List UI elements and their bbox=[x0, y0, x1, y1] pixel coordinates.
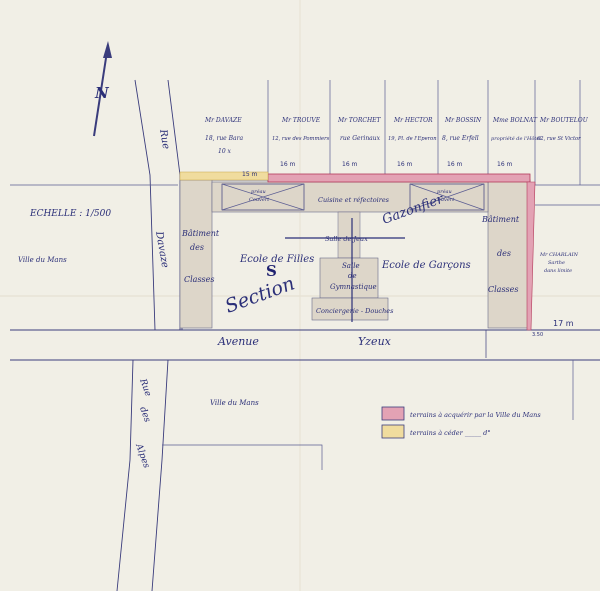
left-building bbox=[179, 179, 213, 329]
scale-label: ECHELLE : 1/500 bbox=[29, 209, 111, 219]
owner-5-address: 8, rue Erfell bbox=[442, 135, 479, 142]
owner-1-address: 18, rue Bara bbox=[205, 135, 243, 142]
preau-left-1: préau bbox=[251, 188, 266, 195]
legend-swatch-acquire bbox=[381, 406, 405, 421]
rue-davaze-name: Davaze bbox=[153, 230, 170, 269]
conciergerie-label: Conciergerie - Douches bbox=[316, 307, 394, 315]
dimension-marks: 15 m 16 m 16 m 16 m 16 m 16 m 17 m 3.50 bbox=[242, 161, 574, 358]
legend: terrains à acquérir par la Ville du Mans… bbox=[381, 406, 541, 439]
dimension-label-3: 16 m bbox=[342, 161, 358, 168]
owner-6-address: propriété de l'Hôtel bbox=[491, 135, 541, 142]
owner-6-name: Mme BOLNAT bbox=[492, 117, 538, 124]
north-arrow: N bbox=[93, 41, 112, 137]
ecole-garcons-label: Ecole de Garçons bbox=[381, 260, 471, 271]
legend-swatch-cede bbox=[381, 424, 405, 439]
side-owner-name: Mr CHARLAIN bbox=[539, 252, 579, 258]
gymnasium-building bbox=[319, 257, 379, 299]
rue-davaze-rue: Rue bbox=[157, 128, 171, 151]
dimension-label-2: 16 m bbox=[280, 161, 296, 168]
preau-right-box bbox=[409, 183, 485, 211]
ville-du-mans-bottom: Ville du Mans bbox=[210, 399, 259, 407]
owner-3-name: Mr TORCHET bbox=[337, 117, 382, 124]
north-label: N bbox=[94, 84, 110, 102]
avenue-label: Avenue bbox=[217, 335, 259, 348]
preau-left-2: Couvert bbox=[249, 197, 270, 203]
owner-5-name: Mr BOSSIN bbox=[444, 117, 482, 124]
top-building bbox=[211, 181, 489, 213]
dimension-label-4: 16 m bbox=[397, 161, 413, 168]
legend-label-acquire: terrains à acquérir par la Ville du Mans bbox=[410, 411, 541, 419]
right-classes: Classes bbox=[488, 285, 519, 294]
dimension-label-6: 16 m bbox=[497, 161, 513, 168]
owner-4-name: Mr HECTOR bbox=[393, 117, 433, 124]
land-to-acquire-side bbox=[526, 181, 536, 331]
ville-du-mans-left: Ville du Mans bbox=[18, 256, 67, 264]
owner-1-name: Mr DAVAZE bbox=[204, 117, 242, 124]
owner-1-extra: 10 x bbox=[218, 148, 232, 155]
section-letter: S bbox=[266, 262, 277, 280]
dimension-label-1: 15 m bbox=[242, 171, 258, 178]
legend-label-cede: terrains à céder _____ d° bbox=[410, 429, 491, 437]
gymnastique-label: Gymnastique bbox=[330, 283, 377, 291]
salle-de-label: de bbox=[348, 272, 357, 280]
preau-left-box bbox=[221, 183, 305, 211]
ecole-filles-label: Ecole de Filles bbox=[239, 254, 314, 265]
preau-right-2: couvert bbox=[435, 197, 455, 203]
owner-3-address: rue Gerinaux bbox=[340, 135, 381, 142]
owner-7-address: 62, rue St Victor bbox=[537, 136, 581, 142]
owner-2-name: Mr TROUVE bbox=[281, 117, 321, 124]
left-classes: Classes bbox=[184, 275, 215, 284]
left-batiment: Bâtiment bbox=[181, 229, 220, 238]
salle-de-jeux-label: Salle de Jeux bbox=[325, 235, 368, 243]
owner-plot-lines bbox=[267, 80, 581, 185]
owner-2-address: 12, rue des Pommiers bbox=[272, 136, 330, 142]
land-to-acquire-strip bbox=[267, 173, 531, 183]
land-to-cede-strip bbox=[179, 171, 269, 181]
building-labels: Bâtiment des Classes Bâtiment des Classe… bbox=[181, 188, 520, 315]
right-batiment: Bâtiment bbox=[481, 215, 520, 224]
rue-des-alpes-name: Alpes bbox=[133, 442, 151, 470]
owner-labels: Mr DAVAZE 18, rue Bara 10 x Mr TROUVE 12… bbox=[204, 117, 589, 274]
preau-right-1: préau bbox=[437, 188, 452, 195]
owner-4-address: 19, Pl. de l'Eperon bbox=[388, 136, 437, 142]
conciergerie-building bbox=[311, 297, 389, 321]
rue-des-alpes-des: des bbox=[137, 406, 152, 425]
rue-des-alpes-rue: Rue bbox=[137, 377, 153, 398]
side-owner-extra: dans limite bbox=[544, 268, 572, 274]
owner-7-name: Mr BOUTELOU bbox=[539, 117, 589, 124]
side-owner-address: Sarthe bbox=[548, 260, 565, 266]
right-building bbox=[487, 179, 529, 329]
dimension-label-5: 16 m bbox=[447, 161, 463, 168]
section-label: Section bbox=[222, 272, 297, 317]
dimension-label-right: 17 m bbox=[553, 319, 574, 328]
cuisine-label: Cuisine et réfectoires bbox=[318, 196, 390, 204]
salle-label: Salle bbox=[342, 262, 360, 270]
streets-outline bbox=[10, 79, 600, 591]
dimension-label-small: 3.50 bbox=[532, 332, 543, 338]
left-des: des bbox=[190, 243, 204, 252]
yzeux-label: Yzeux bbox=[358, 335, 392, 348]
right-des: des bbox=[497, 249, 511, 258]
